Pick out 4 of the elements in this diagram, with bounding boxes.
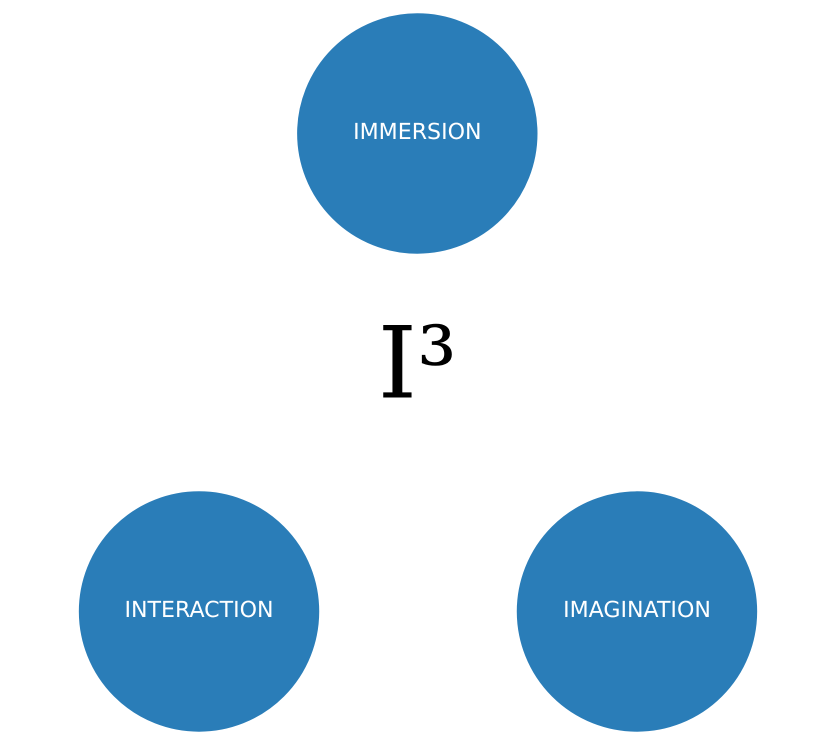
label: I³	[377, 306, 456, 422]
node-circle: INTERACTION	[78, 491, 319, 732]
node-circle: IMAGINATION	[516, 491, 757, 732]
node-circle: IMMERSION	[296, 13, 537, 254]
